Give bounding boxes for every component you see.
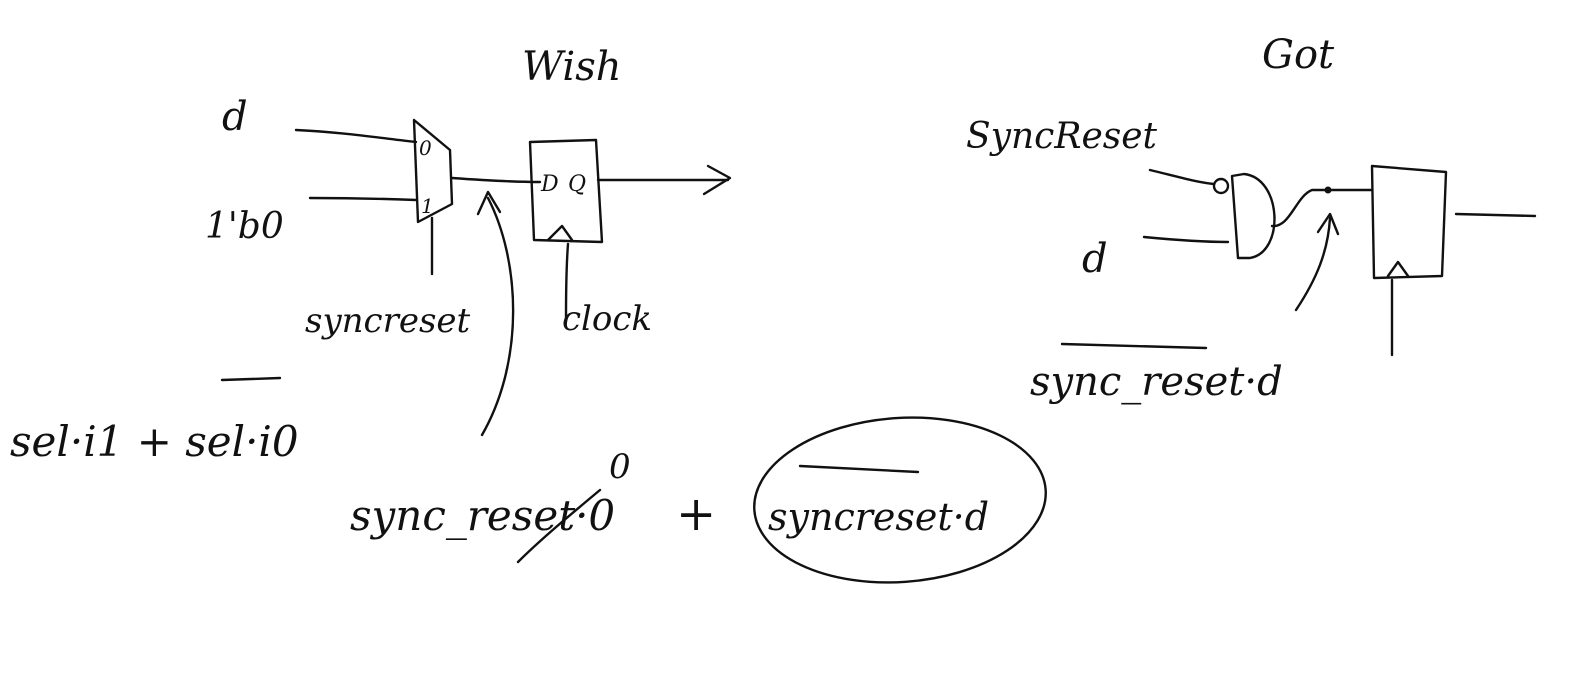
ff-pin-d: D xyxy=(540,172,559,197)
wire-reset-to-gate xyxy=(1148,168,1216,186)
zero-annotation: 0 xyxy=(609,447,631,487)
circled-expr-overbar xyxy=(798,464,920,474)
expr-circled: syncreset·d xyxy=(768,495,989,539)
bottom-equation: sync_reset·0 0 + syncreset·d xyxy=(350,416,1047,584)
wire-d-to-mux xyxy=(294,128,418,144)
mux-input-const-label: 1'b0 xyxy=(205,206,284,247)
mux-pin-0: 0 xyxy=(419,136,432,160)
and-gate xyxy=(1230,172,1276,260)
curved-arrow-head xyxy=(476,190,502,216)
got-title: Got xyxy=(1262,32,1335,78)
junction-dot xyxy=(1324,186,1332,194)
wire-d-to-gate xyxy=(1142,235,1230,244)
ff-output-arrowhead xyxy=(702,164,732,196)
clock-wire xyxy=(564,242,570,320)
got-expr-overbar xyxy=(1060,342,1208,350)
ff-pin-q: Q xyxy=(568,172,586,197)
got-diagram: Got SyncReset d sync_reset·d xyxy=(966,32,1537,405)
got-annotation-arrowhead xyxy=(1316,212,1340,236)
got-ff-clock-triangle xyxy=(1386,260,1410,278)
mux-shape xyxy=(412,118,454,224)
gate-input-d-label: d xyxy=(1082,236,1108,282)
got-annotation-arrow xyxy=(1294,216,1332,312)
mux-select-label: syncreset xyxy=(305,301,471,341)
curved-annotation-arrow xyxy=(480,196,515,437)
mux-input-d-label: d xyxy=(222,94,248,140)
mux-equation: sel·i1 + sel·i0 xyxy=(10,417,299,466)
equation-sel-overbar xyxy=(220,376,282,382)
flipflop-box xyxy=(528,138,604,244)
mux-pin-1: 1 xyxy=(421,194,434,218)
wire-const-to-mux xyxy=(308,196,418,202)
got-flipflop-box xyxy=(1370,164,1448,280)
inversion-bubble xyxy=(1212,177,1230,195)
plus-sign: + xyxy=(676,486,716,542)
wire-mux-to-ff xyxy=(450,176,542,184)
wire-gate-to-ff xyxy=(1270,188,1374,228)
gate-input-reset-label: SyncReset xyxy=(966,116,1158,157)
strike-through xyxy=(516,488,602,564)
clock-label: clock xyxy=(562,299,652,339)
expr-left: sync_reset·0 xyxy=(350,491,615,540)
gate-output-expr: sync_reset·d xyxy=(1030,359,1283,405)
ff-clock-triangle xyxy=(546,224,574,242)
wish-title: Wish xyxy=(522,44,622,90)
wish-diagram: Wish d 1'b0 0 1 syncreset D Q clock sel·… xyxy=(10,44,732,466)
highlight-circle xyxy=(753,416,1047,584)
got-ff-output xyxy=(1454,212,1537,218)
